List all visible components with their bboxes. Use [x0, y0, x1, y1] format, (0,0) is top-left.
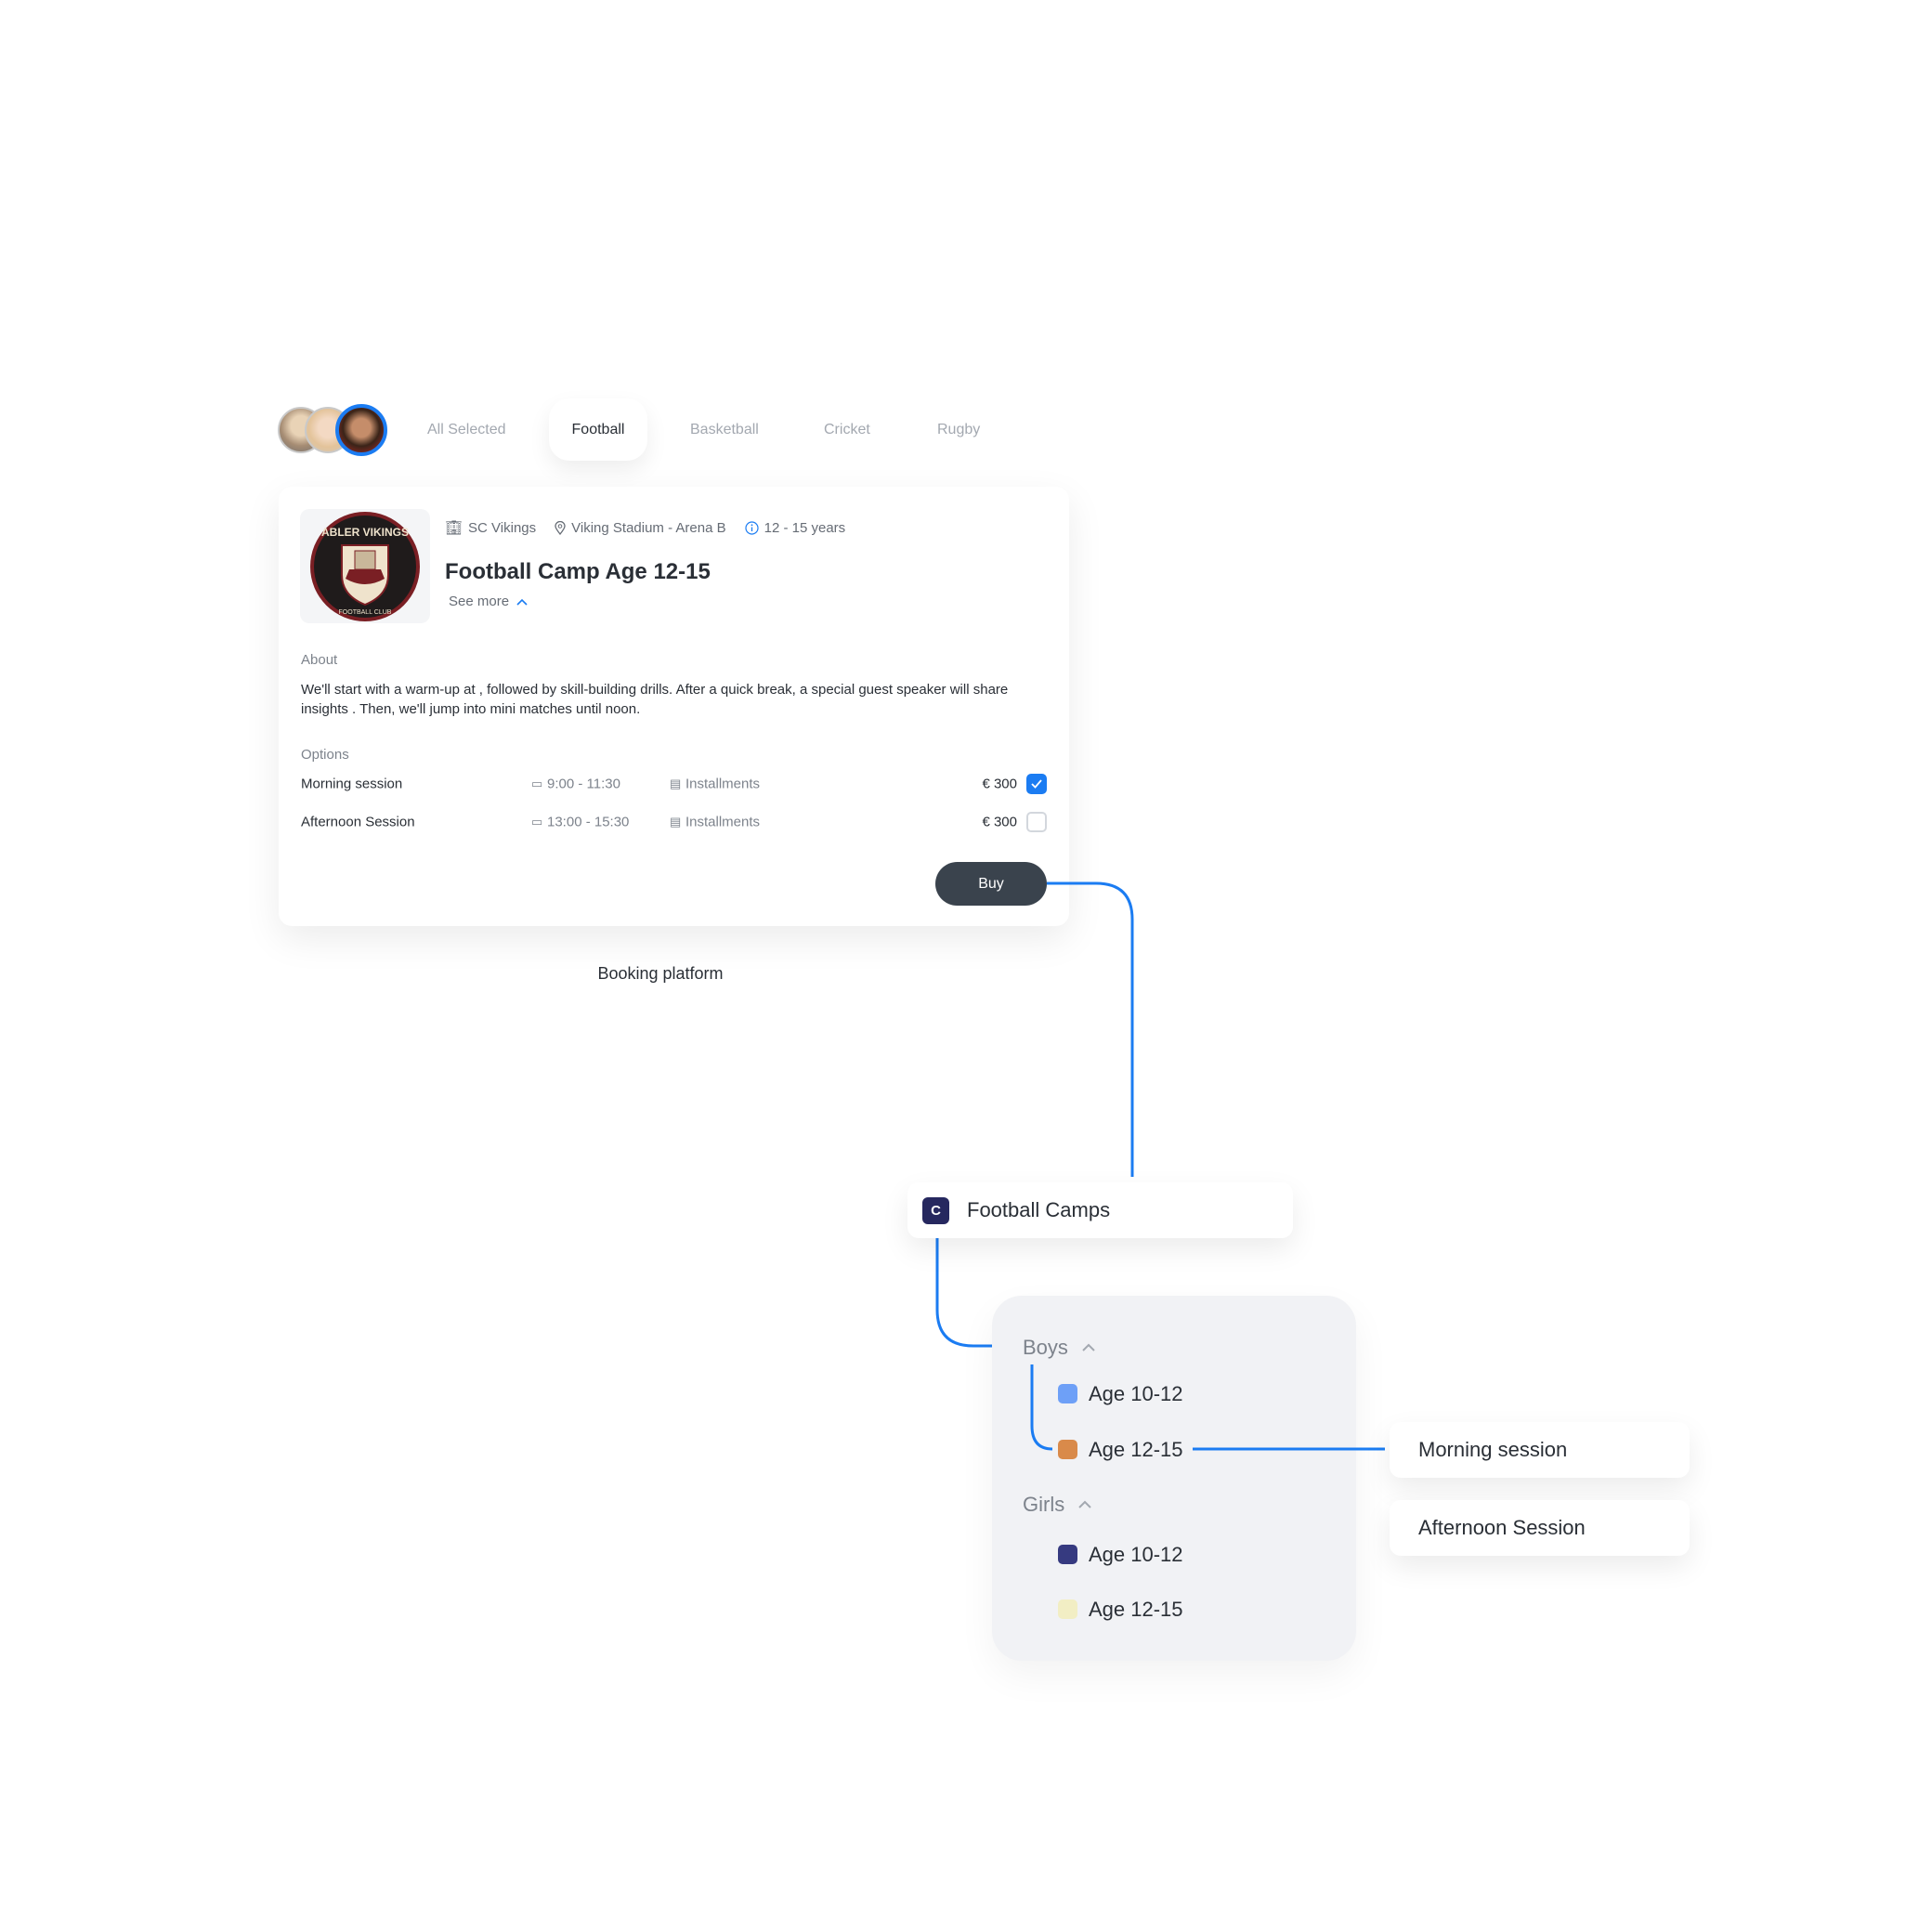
groups-panel	[992, 1296, 1356, 1661]
camp-title: Football Camp Age 12-15	[445, 559, 711, 584]
session-label: Morning session	[1418, 1438, 1568, 1461]
category-node[interactable]: C Football Camps	[907, 1182, 1293, 1238]
age-range: 12 - 15 years	[764, 519, 846, 536]
age-item-selected[interactable]: Age 12-15	[1089, 1438, 1183, 1461]
group-boys[interactable]: Boys	[1023, 1336, 1096, 1360]
category-icon: C	[922, 1196, 949, 1224]
svg-text:FOOTBALL CLUB: FOOTBALL CLUB	[339, 609, 392, 616]
options-label: Options	[301, 747, 349, 763]
caption: Booking platform	[597, 964, 724, 983]
camp-meta: 🏢︎ SC Vikings Viking Stadium - Arena B 1…	[445, 519, 846, 537]
color-swatch	[1058, 1440, 1077, 1459]
age-item[interactable]: Age 12-15	[1089, 1598, 1183, 1621]
calendar-icon: ▭	[531, 777, 543, 790]
option-payment: Installments	[685, 776, 761, 792]
session-afternoon[interactable]: Afternoon Session	[1390, 1500, 1690, 1556]
check-icon	[1031, 779, 1042, 789]
club-name: SC Vikings	[468, 519, 537, 536]
chevron-up-icon	[516, 598, 528, 606]
option-checkbox[interactable]	[1026, 774, 1047, 794]
card-icon: ▤	[670, 815, 682, 829]
tab-football[interactable]: Football	[549, 398, 647, 461]
tab-all-selected[interactable]: All Selected	[427, 422, 506, 437]
category-label: Football Camps	[967, 1198, 1111, 1221]
card-icon: ▤	[670, 777, 682, 790]
option-price: € 300	[982, 776, 1017, 792]
see-more-link[interactable]: See more	[449, 594, 528, 609]
group-girls[interactable]: Girls	[1023, 1493, 1092, 1517]
buy-button[interactable]: Buy	[935, 862, 1047, 906]
tab-rugby[interactable]: Rugby	[937, 422, 981, 437]
option-time: 13:00 - 15:30	[547, 814, 630, 830]
session-morning[interactable]: Morning session	[1390, 1422, 1690, 1478]
age-item[interactable]: Age 10-12	[1089, 1382, 1183, 1405]
tab-cricket[interactable]: Cricket	[824, 422, 870, 437]
option-name: Afternoon Session	[301, 814, 415, 830]
avatar-boy[interactable]	[335, 404, 387, 456]
about-text: We'll start with a warm-up at , followed…	[301, 682, 1009, 717]
age-item[interactable]: Age 10-12	[1089, 1543, 1183, 1566]
color-swatch	[1058, 1384, 1077, 1403]
group-label: Boys	[1023, 1336, 1068, 1359]
group-label: Girls	[1023, 1493, 1065, 1516]
option-row-morning[interactable]: Morning session ▭ 9:00 - 11:30 ▤ Install…	[301, 770, 1047, 798]
see-more-label: See more	[449, 594, 510, 609]
about-label: About	[301, 652, 338, 668]
option-time: 9:00 - 11:30	[547, 776, 620, 792]
option-price: € 300	[982, 814, 1017, 830]
option-name: Morning session	[301, 776, 403, 792]
location-pin-icon	[555, 520, 566, 535]
color-swatch	[1058, 1599, 1077, 1619]
option-row-afternoon[interactable]: Afternoon Session ▭ 13:00 - 15:30 ▤ Inst…	[301, 808, 1047, 836]
club-logo: ABLER VIKINGS FOOTBALL CLUB	[300, 509, 430, 623]
chevron-up-icon	[1082, 1343, 1095, 1351]
session-label: Afternoon Session	[1418, 1516, 1586, 1539]
option-payment: Installments	[685, 814, 761, 830]
location: Viking Stadium - Arena B	[571, 519, 726, 536]
svg-text:ABLER VIKINGS: ABLER VIKINGS	[321, 526, 409, 539]
tab-basketball[interactable]: Basketball	[690, 422, 759, 437]
option-checkbox[interactable]	[1026, 812, 1047, 832]
calendar-icon: ▭	[531, 815, 543, 829]
info-icon	[745, 520, 759, 535]
chevron-up-icon	[1078, 1500, 1091, 1508]
color-swatch	[1058, 1545, 1077, 1564]
building-icon: 🏢︎	[445, 520, 463, 536]
